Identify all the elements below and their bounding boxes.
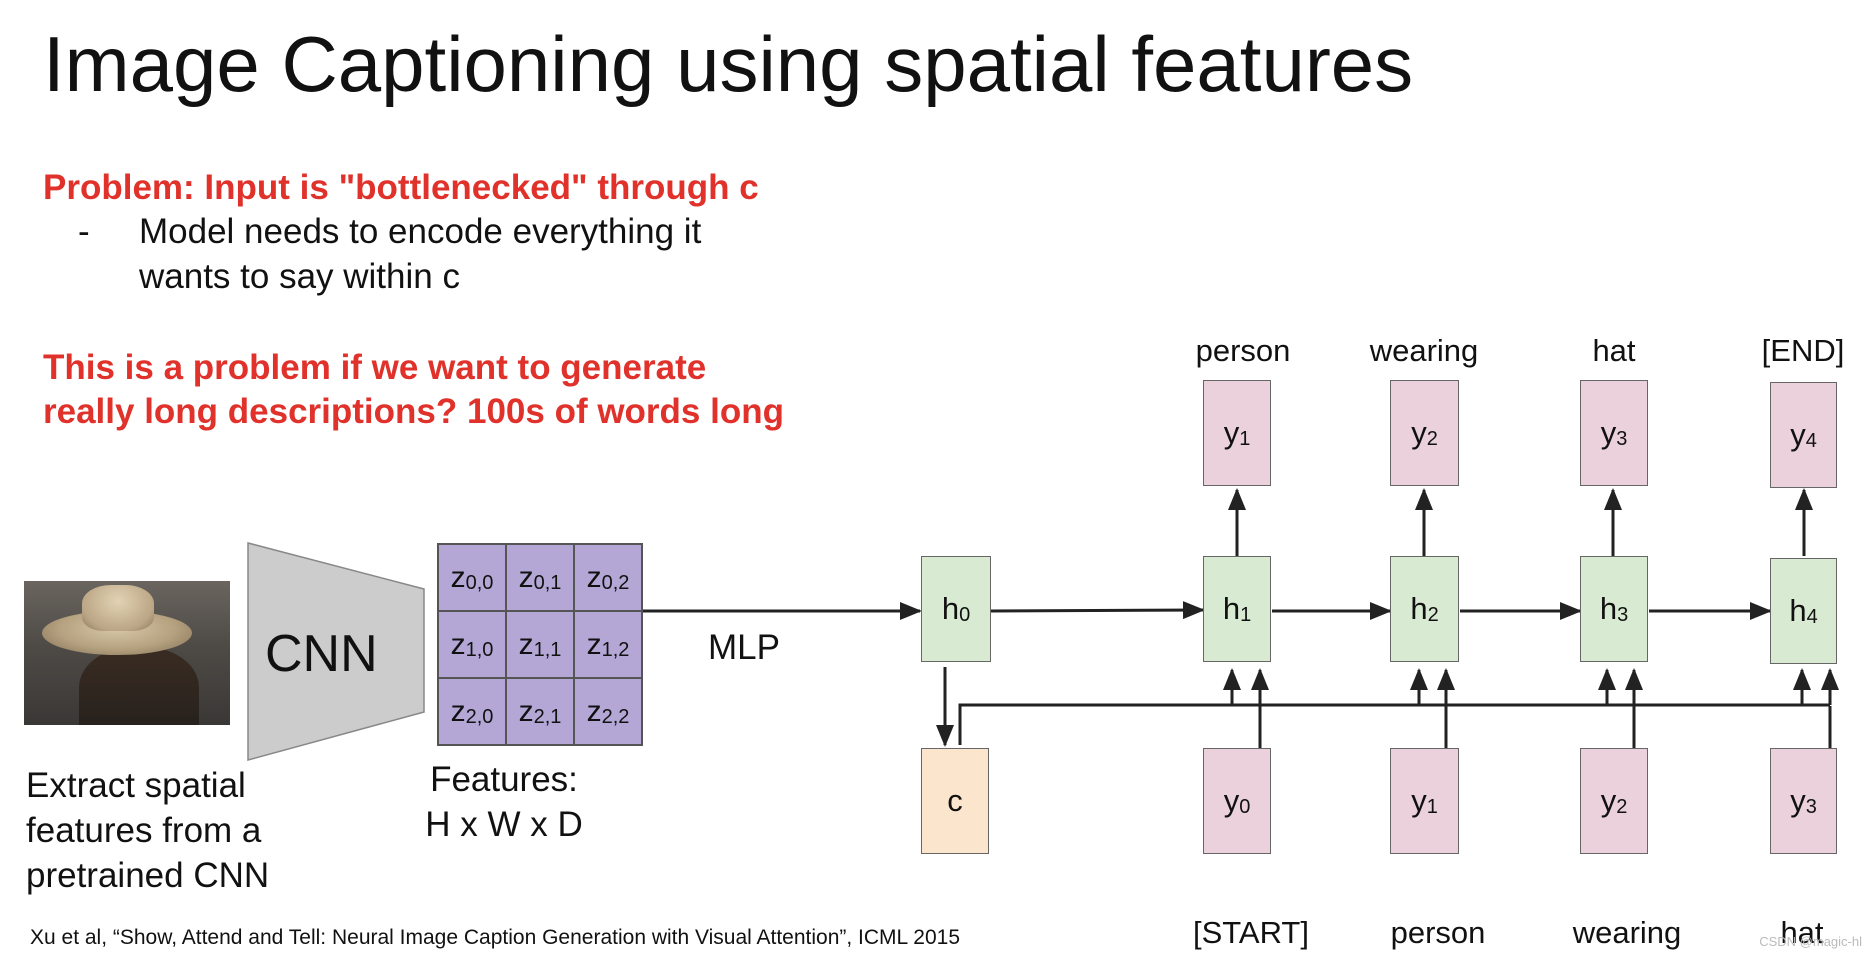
input-word-3: wearing bbox=[1572, 915, 1682, 950]
watermark: CSDN @magic-hl bbox=[1759, 934, 1862, 949]
context-vector-c: c bbox=[921, 748, 989, 854]
image-caption-line-2: features from a bbox=[26, 810, 262, 850]
features-caption-line-2: H x W x D bbox=[425, 804, 583, 844]
bullet-line-1: Model needs to encode everything it bbox=[139, 212, 702, 251]
context-broadcast-line bbox=[958, 703, 1830, 745]
cnn-label: CNN bbox=[265, 625, 378, 683]
input-word-1: [START] bbox=[1193, 915, 1309, 950]
output-word-4: [END] bbox=[1761, 333, 1845, 368]
citation: Xu et al, “Show, Attend and Tell: Neural… bbox=[30, 926, 960, 949]
image-caption: Extract spatial features from a pretrain… bbox=[26, 764, 269, 898]
features-caption: Features: H x W x D bbox=[420, 758, 588, 848]
output-word-1: person bbox=[1195, 333, 1291, 368]
bullet-marker: - bbox=[78, 212, 90, 251]
slide-title: Image Captioning using spatial features bbox=[43, 20, 1414, 108]
input-photo bbox=[24, 581, 230, 725]
problem-heading: Problem: Input is "bottlenecked" through… bbox=[43, 168, 759, 207]
problem2-line-1: This is a problem if we want to generate bbox=[43, 348, 707, 387]
person-silhouette bbox=[79, 647, 199, 725]
image-caption-line-1: Extract spatial bbox=[26, 766, 246, 805]
mlp-label: MLP bbox=[708, 628, 780, 667]
features-caption-line-1: Features: bbox=[430, 760, 578, 799]
bullet-line-2: wants to say within c bbox=[139, 257, 460, 296]
problem2-line-2: really long descriptions? 100s of words … bbox=[43, 392, 784, 431]
image-caption-line-3: pretrained CNN bbox=[26, 855, 270, 895]
input-word-4: hat bbox=[1780, 915, 1824, 950]
input-word-2: person bbox=[1390, 915, 1486, 950]
arrow-h0-to-h1 bbox=[990, 601, 1205, 620]
output-word-3: hat bbox=[1592, 333, 1636, 368]
output-word-2: wearing bbox=[1369, 333, 1479, 368]
straw-hat-crown bbox=[82, 585, 154, 631]
cnn-trapezoid bbox=[247, 542, 425, 761]
